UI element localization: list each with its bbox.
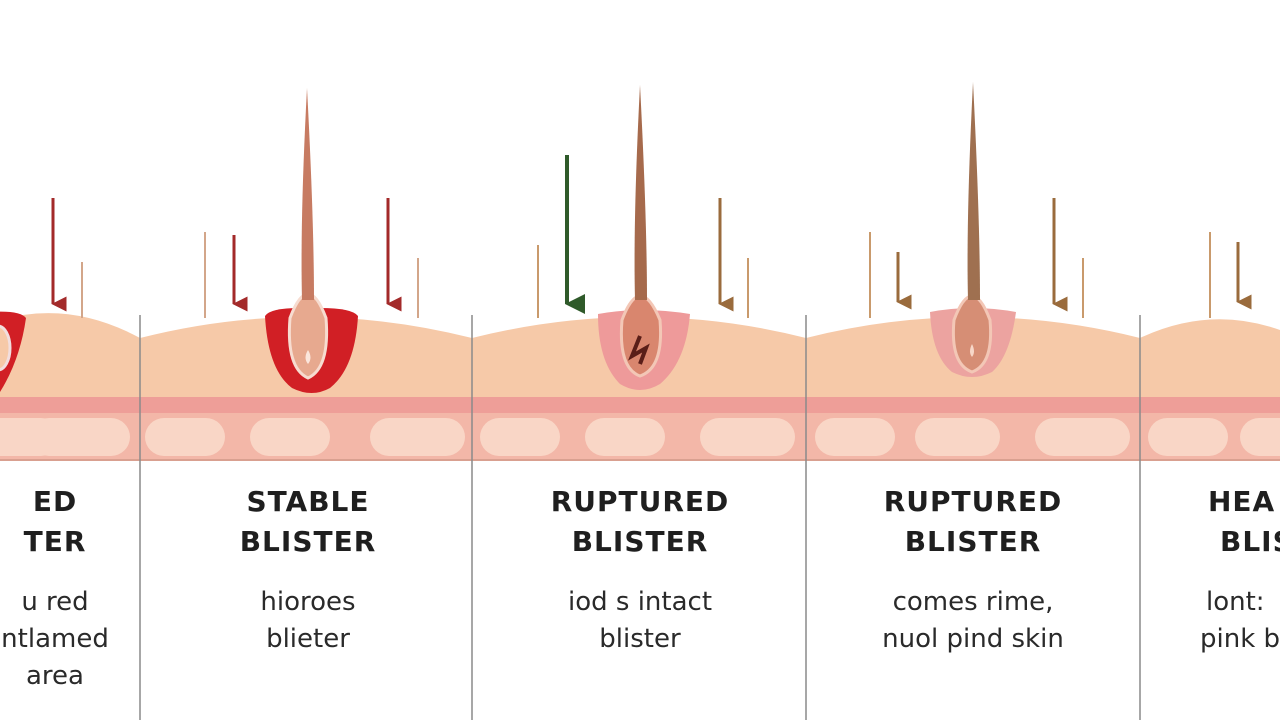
stage-title-line: HEA <box>1208 485 1276 518</box>
stage-panel-3: RUPTURED BLISTER iod s intact blister <box>490 470 790 658</box>
hair-2 <box>301 88 314 300</box>
stage-desc-line: comes rime, <box>892 587 1054 617</box>
stage-desc-line: iod s intact <box>567 587 713 617</box>
stage-panel-5: HEA BLIS lont: pink b <box>1160 470 1280 658</box>
stage-description: u red ntlamed area <box>0 584 205 695</box>
stage-panel-4: RUPTURED BLISTER comes rime, nuol pind s… <box>823 470 1123 658</box>
stage-desc-line: lont: <box>1206 587 1265 617</box>
stage-title-line: BLISTER <box>239 525 377 558</box>
stage-title: STABLE BLISTER <box>158 482 458 562</box>
stage-desc-line: pink b <box>1200 624 1280 654</box>
stage-title-line: BLISTER <box>571 525 709 558</box>
stage-description: iod s intact blister <box>490 584 790 658</box>
stage-title-line: BLISTER <box>904 525 1042 558</box>
stage-desc-line: blieter <box>266 624 350 654</box>
stage-title-line: TER <box>23 525 87 558</box>
stage-desc-line: u red <box>21 587 89 617</box>
hair-4 <box>967 82 980 300</box>
stage-desc-line: area <box>26 661 84 691</box>
ruptured-blister-2 <box>930 294 1016 377</box>
stage-title-line: STABLE <box>246 485 370 518</box>
stage-description: comes rime, nuol pind skin <box>823 584 1123 658</box>
hair-shafts <box>301 82 980 300</box>
stage-title: RUPTURED BLISTER <box>490 482 790 562</box>
stage-panel-1: ED TER u red ntlamed area <box>0 470 205 695</box>
stage-desc-line: hioroes <box>260 587 356 617</box>
hair-3 <box>634 85 647 300</box>
stage-title-line: RUPTURED <box>883 485 1063 518</box>
stage-title: ED TER <box>0 482 205 562</box>
thin-filaments <box>81 232 1211 318</box>
stage-description: hioroes blieter <box>158 584 458 658</box>
stage-desc-line: blister <box>599 624 681 654</box>
pressure-arrows <box>51 155 1252 314</box>
inflamed-blister-1 <box>0 311 26 392</box>
dermis-band <box>0 397 1280 413</box>
stage-title-line: ED <box>32 485 78 518</box>
stage-title: HEA BLIS <box>1160 482 1280 562</box>
stage-panel-2: STABLE BLISTER hioroes blieter <box>158 470 458 658</box>
stage-title-line: RUPTURED <box>550 485 730 518</box>
stage-desc-line: nuol pind skin <box>882 624 1064 654</box>
ruptured-blister-1 <box>598 294 690 390</box>
stage-desc-line: ntlamed <box>1 624 109 654</box>
panel-dividers <box>139 315 1141 720</box>
stable-blister <box>265 292 358 393</box>
fat-cells <box>0 418 1280 456</box>
stage-description: lont: pink b <box>1160 584 1280 658</box>
stage-title-line: BLIS <box>1220 525 1280 558</box>
stage-title: RUPTURED BLISTER <box>823 482 1123 562</box>
